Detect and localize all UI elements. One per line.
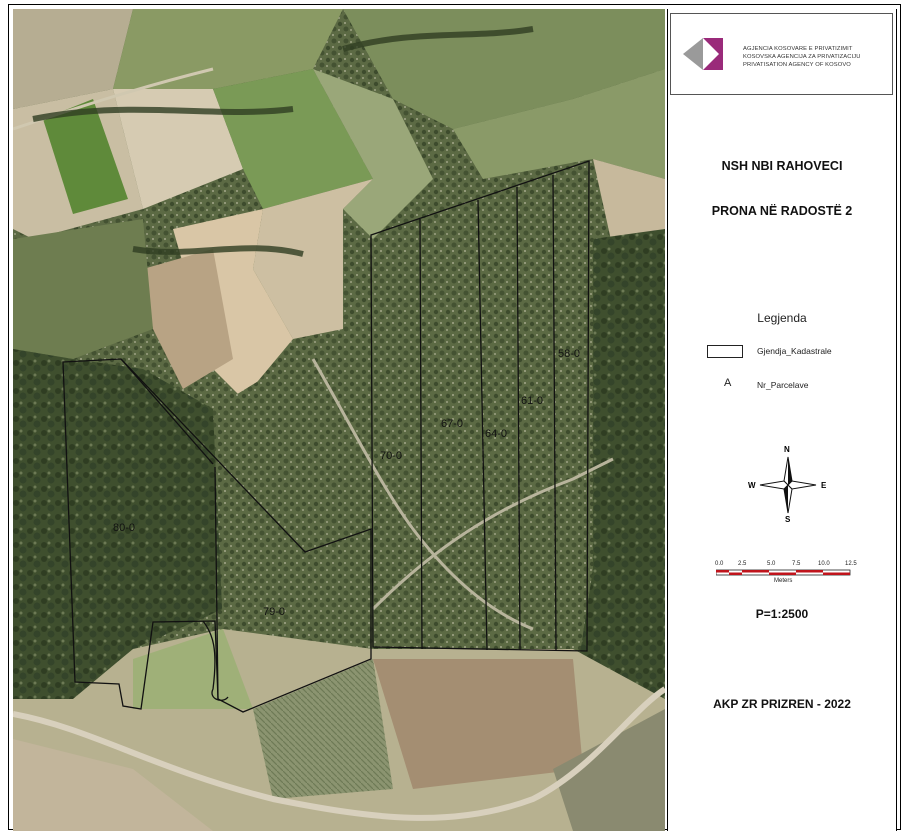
cadastral-parcels bbox=[62, 160, 590, 713]
agency-name-line: AGJENCIA KOSOVARE E PRIVATIZIMIT bbox=[743, 46, 853, 52]
agency-name-line: PRIVATISATION AGENCY OF KOSOVO bbox=[743, 62, 851, 68]
satellite-map[interactable]: 58-0 61-0 64-0 67-0 70-0 80-0 79-0 bbox=[13, 9, 665, 831]
map-title: NSH NBI RAHOVECI bbox=[721, 159, 843, 173]
parcel-boundary-west-block bbox=[62, 358, 372, 713]
compass-rose-icon bbox=[759, 456, 817, 514]
compass-south: S bbox=[785, 515, 791, 524]
scale-tick-label: 7.5 bbox=[792, 561, 801, 567]
parcel-legend-swatch bbox=[707, 345, 743, 358]
parcel-label: 70-0 bbox=[380, 450, 402, 462]
scale-tick-label: 0.0 bbox=[715, 561, 724, 567]
north-arrow: N S W E bbox=[748, 445, 828, 525]
map-canvas: 58-0 61-0 64-0 67-0 70-0 80-0 79-0 bbox=[13, 9, 665, 831]
agency-logo-box: AGJENCIA KOSOVARE E PRIVATIZIMIT KOSOVSK… bbox=[670, 13, 893, 95]
parcel-label: 61-0 bbox=[521, 395, 543, 407]
legend-title: Legjenda bbox=[757, 311, 807, 325]
scale-ratio: P=1:2500 bbox=[755, 607, 809, 621]
parcel-label: 80-0 bbox=[113, 522, 135, 534]
scale-unit: Meters bbox=[774, 578, 793, 584]
compass-north: N bbox=[784, 445, 790, 454]
map-footer: AKP ZR PRIZREN - 2022 bbox=[713, 697, 851, 711]
parcel-labels: 58-0 61-0 64-0 67-0 70-0 80-0 79-0 bbox=[113, 348, 580, 618]
scale-tick-label: 12.5 bbox=[845, 561, 857, 567]
agency-name-line: KOSOVSKA AGENCIJA ZA PRIVATIZACIJU bbox=[743, 54, 861, 60]
scale-tick-label: 5.0 bbox=[767, 561, 776, 567]
compass-west: W bbox=[748, 481, 756, 490]
parcel-boundary-east-block bbox=[370, 160, 590, 652]
compass-east: E bbox=[821, 481, 827, 490]
parcel-label: 64-0 bbox=[485, 428, 507, 440]
legend-parcel-label: Gjendja_Kadastrale bbox=[757, 346, 832, 356]
parcel-label: 67-0 bbox=[441, 418, 463, 430]
legend-panel: AGJENCIA KOSOVARE E PRIVATIZIMIT KOSOVSK… bbox=[667, 9, 897, 831]
legend-label-symbol: A bbox=[724, 377, 732, 389]
map-subtitle: PRONA NË RADOSTË 2 bbox=[711, 204, 853, 218]
scale-tick-label: 2.5 bbox=[738, 561, 747, 567]
parcel-label: 58-0 bbox=[558, 348, 580, 360]
scale-tick-label: 10.0 bbox=[818, 561, 830, 567]
scale-bar-graphic bbox=[716, 569, 851, 576]
parcel-label: 79-0 bbox=[263, 606, 285, 618]
agency-logo-icon bbox=[683, 38, 723, 70]
legend-number-label: Nr_Parcelave bbox=[757, 380, 809, 390]
